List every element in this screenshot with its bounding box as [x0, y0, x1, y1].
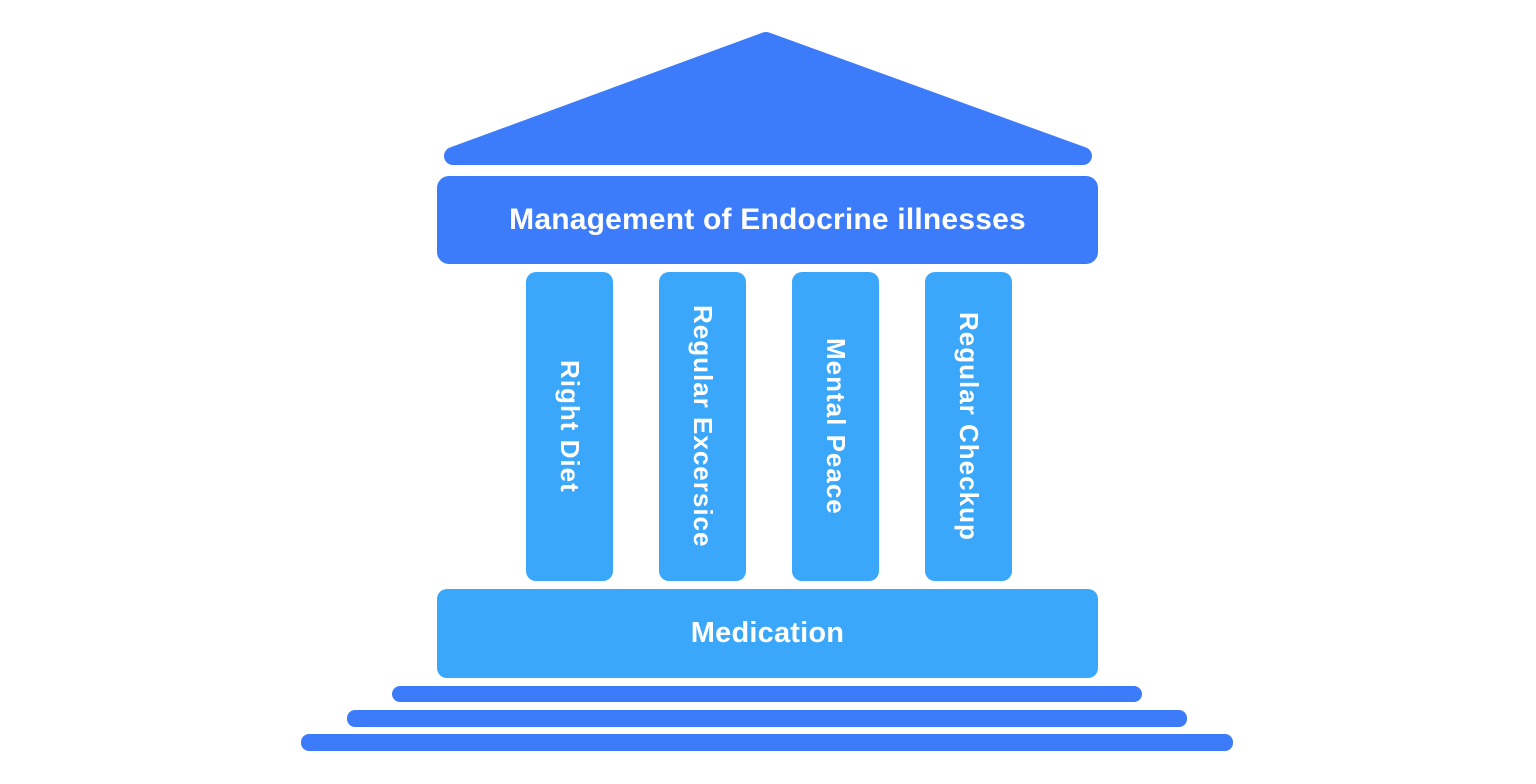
temple-step-top: [392, 686, 1142, 702]
pillar-label: Mental Peace: [821, 338, 851, 515]
pillar-label: Right Diet: [555, 360, 585, 493]
title-text: Management of Endocrine illnesses: [509, 203, 1026, 236]
pillar-mental-peace: Mental Peace: [792, 272, 879, 581]
pillar-right-diet: Right Diet: [526, 272, 613, 581]
temple-roof-icon: [444, 32, 1092, 165]
pillar-label: Regular Excersice: [688, 305, 718, 548]
foundation-bar: Medication: [437, 589, 1098, 678]
foundation-text: Medication: [690, 617, 845, 649]
pillar-regular-exercise: Regular Excersice: [659, 272, 746, 581]
pillar-label: Regular Checkup: [954, 312, 984, 541]
temple-step-middle: [347, 710, 1187, 727]
pillar-regular-checkup: Regular Checkup: [925, 272, 1012, 581]
title-bar: Management of Endocrine illnesses: [437, 176, 1098, 264]
temple-step-bottom: [301, 734, 1233, 751]
